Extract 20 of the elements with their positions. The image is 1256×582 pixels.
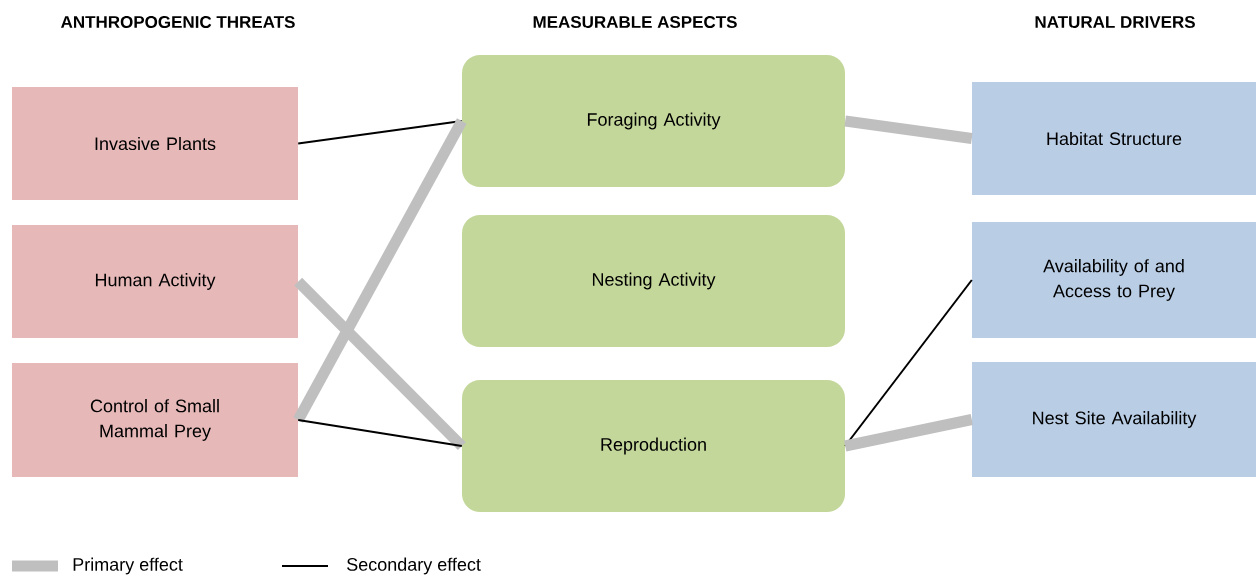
legend-label: Primary effect bbox=[73, 557, 183, 575]
column-heading: ANTHROPOGENIC THREATS bbox=[61, 16, 295, 29]
column-heading: NATURAL DRIVERS bbox=[1035, 16, 1195, 29]
process-box: Habitat Structure bbox=[972, 82, 1256, 195]
rounded-box: Nesting Activity bbox=[462, 215, 845, 347]
connector-line bbox=[297, 419, 463, 447]
process-box: Availability of and Access to Prey bbox=[972, 222, 1256, 338]
process-box: Nest Site Availability bbox=[972, 362, 1256, 477]
connector-line bbox=[293, 118, 467, 423]
legend-label: Secondary effect bbox=[347, 557, 481, 575]
process-box: Control of Small Mammal Prey bbox=[12, 363, 298, 477]
rounded-box: Reproduction bbox=[462, 380, 845, 512]
process-box: Human Activity bbox=[12, 225, 298, 338]
column-heading: MEASURABLE ASPECTS bbox=[533, 16, 737, 29]
connector-line bbox=[844, 414, 973, 452]
connector-line bbox=[297, 120, 463, 145]
connector-line bbox=[844, 115, 973, 144]
process-box: Invasive Plants bbox=[12, 87, 298, 200]
rounded-box: Foraging Activity bbox=[462, 55, 845, 187]
connector-line bbox=[294, 277, 466, 450]
